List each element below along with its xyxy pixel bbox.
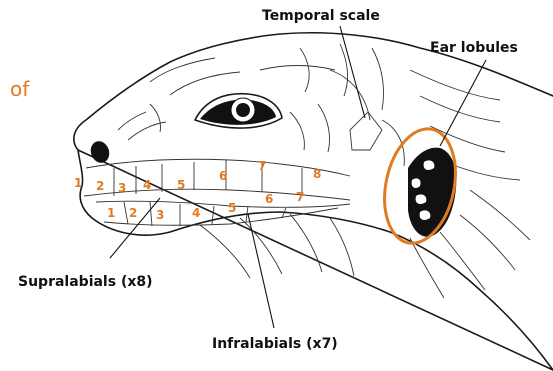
supralabial-number-7: 7: [258, 159, 266, 173]
supralabial-number-3: 3: [118, 181, 126, 195]
infralabial-number-7: 7: [296, 190, 304, 204]
callout-temporal-scale: Temporal scale: [262, 8, 380, 24]
infralabial-number-1: 1: [107, 206, 115, 220]
supralabial-number-5: 5: [177, 178, 185, 192]
infralabial-number-2: 2: [129, 206, 137, 220]
head-scales: [118, 44, 530, 298]
infralabial-number-5: 5: [228, 201, 236, 215]
infralabial-number-3: 3: [156, 208, 164, 222]
supralabial-number-8: 8: [313, 167, 321, 181]
text-fragment: of: [10, 77, 30, 101]
infralabial-number-6: 6: [265, 192, 273, 206]
callout-ear-lobules: Ear lobules: [430, 40, 518, 56]
eye: [195, 94, 282, 128]
callout-infralabials: Infralabials (x7): [212, 336, 338, 352]
nostril: [88, 139, 112, 166]
callout-supralabials: Supralabials (x8): [18, 274, 153, 290]
supralabial-number-6: 6: [219, 169, 227, 183]
supralabial-number-2: 2: [96, 179, 104, 193]
supralabial-number-4: 4: [143, 178, 151, 192]
infralabial-number-4: 4: [192, 206, 200, 220]
supralabial-number-1: 1: [74, 176, 82, 190]
